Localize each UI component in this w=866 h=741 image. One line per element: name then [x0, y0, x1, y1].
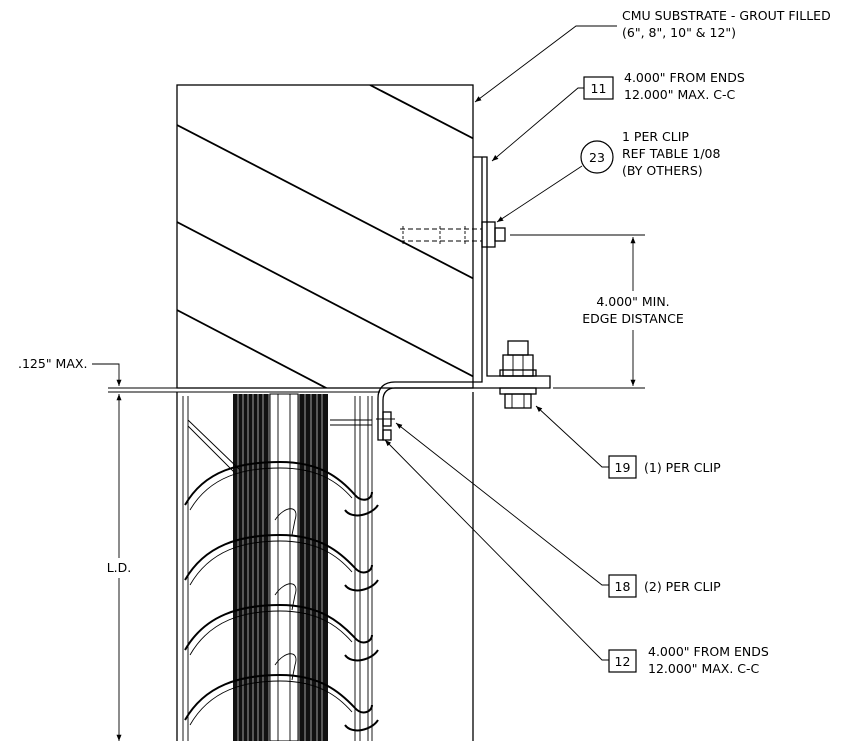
callout-12-line1: 4.000" FROM ENDS — [648, 644, 769, 659]
callout-12-tag-box — [608, 649, 637, 673]
callout-18: 18 (2) PER CLIP — [395, 422, 721, 598]
cmu-callout-line2: (6", 8", 10" & 12") — [622, 25, 736, 40]
corrugated-core — [233, 393, 328, 741]
callout-19-tag: 19 — [615, 460, 631, 475]
clip-angle — [377, 156, 551, 441]
ld-dimension: L.D. — [107, 394, 132, 741]
callout-11-tag: 11 — [591, 81, 607, 96]
panel-fasteners — [376, 411, 395, 441]
gap-dimension-label: .125" MAX. — [18, 356, 87, 371]
edge-distance-line1: 4.000" MIN. — [596, 294, 669, 309]
lower-wall-section — [108, 387, 474, 741]
edge-distance-dimension: 4.000" MIN. EDGE DISTANCE — [510, 234, 684, 389]
callout-23-tag: 23 — [589, 150, 605, 165]
cmu-callout-line1: CMU SUBSTRATE - GROUT FILLED — [622, 8, 831, 23]
callout-11-tag-box — [583, 76, 614, 100]
ld-dimension-label: L.D. — [107, 560, 132, 575]
callout-12: 12 4.000" FROM ENDS 12.000" MAX. C-C — [384, 439, 769, 676]
callout-11-line2: 12.000" MAX. C-C — [624, 87, 736, 102]
callout-18-tag-box — [608, 574, 637, 598]
callout-11: 11 4.000" FROM ENDS 12.000" MAX. C-C — [491, 70, 745, 162]
callout-12-line2: 12.000" MAX. C-C — [648, 661, 760, 676]
callout-18-tag: 18 — [615, 579, 631, 594]
panel-wave-clips — [184, 460, 379, 732]
gap-dimension: .125" MAX. — [18, 356, 122, 386]
callout-23: 23 1 PER CLIP REF TABLE 1/08 (BY OTHERS) — [496, 129, 720, 223]
callout-19-tag-box — [608, 455, 637, 479]
edge-distance-line2: EDGE DISTANCE — [582, 311, 684, 326]
callout-11-line1: 4.000" FROM ENDS — [624, 70, 745, 85]
clip-bolt-assembly — [499, 340, 537, 409]
cmu-substrate — [176, 84, 474, 389]
cmu-anchor — [400, 221, 506, 248]
callout-12-tag: 12 — [615, 654, 631, 669]
callout-19: 19 (1) PER CLIP — [535, 405, 721, 479]
callout-19-text: (1) PER CLIP — [644, 460, 721, 475]
callout-18-text: (2) PER CLIP — [644, 579, 721, 594]
callout-23-line3: (BY OTHERS) — [622, 163, 703, 178]
callout-23-line2: REF TABLE 1/08 — [622, 146, 720, 161]
callout-23-line1: 1 PER CLIP — [622, 129, 689, 144]
callout-23-tag-circle — [580, 140, 614, 174]
cmu-callout: CMU SUBSTRATE - GROUT FILLED (6", 8", 10… — [474, 8, 831, 103]
